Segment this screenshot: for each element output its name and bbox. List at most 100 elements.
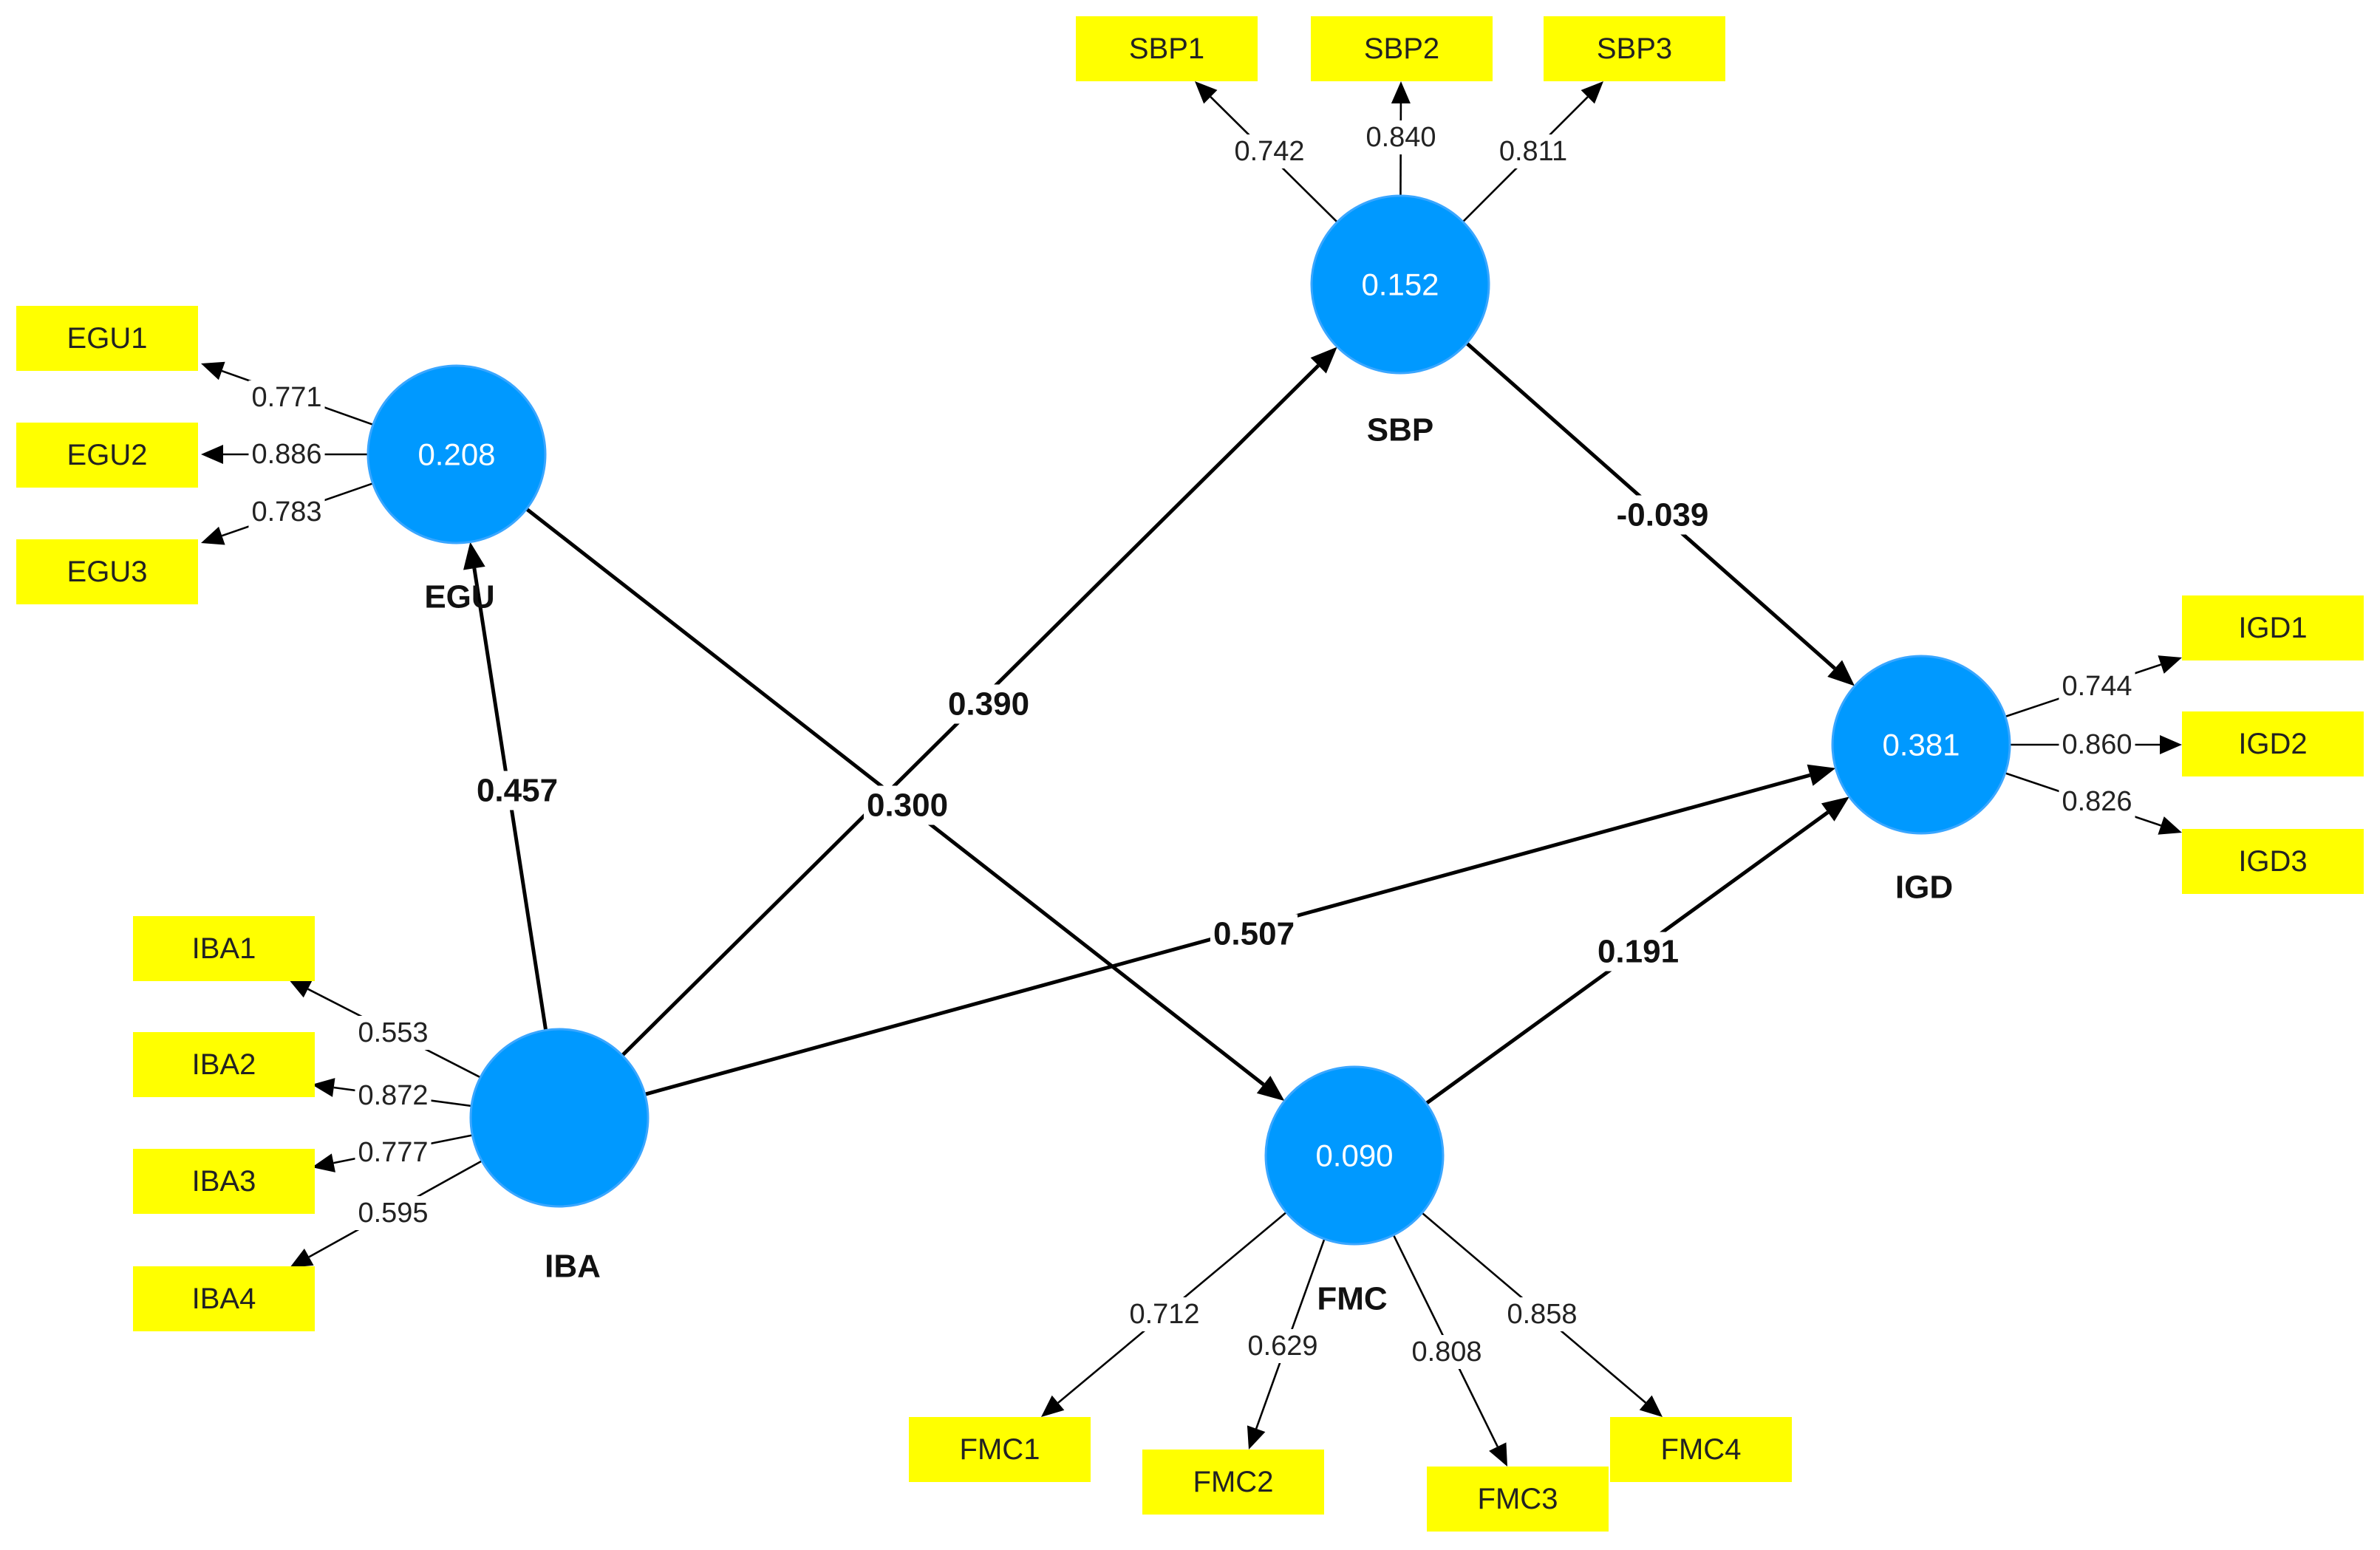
indicator-fmc2[interactable]: FMC2 xyxy=(1142,1450,1324,1515)
indicator-iba2[interactable]: IBA2 xyxy=(133,1032,315,1097)
loading-fmc4-arrowhead xyxy=(1639,1395,1663,1417)
latent-label: IGD xyxy=(1895,870,1953,906)
loading-value-iba4-text: 0.595 xyxy=(358,1198,428,1229)
indicator-egu2[interactable]: EGU2 xyxy=(16,423,198,488)
loading-iba4-arrowhead xyxy=(290,1249,314,1268)
indicator-fmc1[interactable]: FMC1 xyxy=(909,1417,1091,1482)
indicator-fmc3[interactable]: FMC3 xyxy=(1427,1467,1609,1532)
indicator-igd1[interactable]: IGD1 xyxy=(2182,595,2364,660)
loading-value-igd3-text: 0.826 xyxy=(2062,786,2132,817)
indicator-box xyxy=(16,306,198,371)
latent-label: IBA xyxy=(545,1249,601,1285)
loading-igd2-arrowhead xyxy=(2160,735,2182,754)
path-egu-fmc-arrowhead xyxy=(1256,1076,1285,1102)
loading-value-sbp2: 0.840 xyxy=(1363,120,1439,154)
latent-egu[interactable]: 0.208 xyxy=(366,364,547,544)
loading-value-iba4: 0.595 xyxy=(355,1196,432,1230)
indicator-egu3[interactable]: EGU3 xyxy=(16,539,198,604)
indicator-box xyxy=(133,1266,315,1331)
loading-value-iba3-text: 0.777 xyxy=(358,1137,428,1168)
indicator-label: IBA3 xyxy=(192,1165,256,1198)
loading-sbp2-arrowhead xyxy=(1391,81,1411,104)
loading-fmc3-arrowhead xyxy=(1489,1442,1507,1467)
indicator-sbp2[interactable]: SBP2 xyxy=(1311,16,1493,81)
loading-value-sbp2-text: 0.840 xyxy=(1365,122,1436,153)
indicator-sbp1[interactable]: SBP1 xyxy=(1076,16,1258,81)
latent-circle xyxy=(366,364,547,544)
indicator-iba4[interactable]: IBA4 xyxy=(133,1266,315,1331)
indicator-label: EGU1 xyxy=(67,322,148,355)
loading-value-sbp3: 0.811 xyxy=(1496,134,1571,168)
indicator-box xyxy=(1311,16,1493,81)
loading-value-iba2: 0.872 xyxy=(355,1079,432,1113)
indicator-label: IGD1 xyxy=(2238,612,2307,644)
latent-variables-layer: 0.208 0.152 0.381 0.090 xyxy=(366,194,2011,1246)
loading-value-egu2-text: 0.886 xyxy=(251,439,321,470)
latent-sbp[interactable]: 0.152 xyxy=(1310,194,1490,375)
loading-value-egu1-text: 0.771 xyxy=(251,382,321,413)
loading-value-igd1-text: 0.744 xyxy=(2062,671,2132,702)
r-squared-value: 0.208 xyxy=(417,437,495,472)
indicator-box xyxy=(16,539,198,604)
latent-fmc[interactable]: 0.090 xyxy=(1264,1065,1445,1246)
path-coef-iba-egu: 0.457 xyxy=(473,771,562,810)
path-iba-igd-arrowhead xyxy=(1807,764,1836,786)
indicator-box xyxy=(133,916,315,981)
indicator-egu1[interactable]: EGU1 xyxy=(16,306,198,371)
path-fmc-igd-arrowhead xyxy=(1821,796,1849,822)
latent-label: EGU xyxy=(424,579,494,615)
loading-fmc1-arrowhead xyxy=(1041,1395,1065,1417)
indicator-label: FMC3 xyxy=(1478,1483,1558,1515)
indicator-label: EGU2 xyxy=(67,439,148,471)
loading-egu1-arrowhead xyxy=(201,361,225,380)
path-coef-iba-sbp-text: 0.390 xyxy=(948,686,1029,723)
indicator-label: IBA2 xyxy=(192,1048,256,1081)
edge-labels-layer: EGUSBPIGDIBAFMC0.4570.3900.3000.507-0.03… xyxy=(248,120,2135,1369)
indicator-box xyxy=(1544,16,1725,81)
path-coef-sbp-igd: -0.039 xyxy=(1613,495,1712,535)
path-coef-sbp-igd-text: -0.039 xyxy=(1617,497,1709,533)
loading-value-iba1: 0.553 xyxy=(355,1016,432,1050)
loading-value-fmc3: 0.808 xyxy=(1408,1335,1485,1369)
path-iba-sbp-arrowhead xyxy=(1310,346,1337,374)
indicator-label: FMC1 xyxy=(960,1433,1040,1466)
r-squared-value: 0.090 xyxy=(1315,1138,1393,1173)
indicator-iba3[interactable]: IBA3 xyxy=(133,1149,315,1214)
loading-value-fmc1-text: 0.712 xyxy=(1129,1299,1199,1330)
indicator-iba1[interactable]: IBA1 xyxy=(133,916,315,981)
latent-circle xyxy=(1310,194,1490,375)
loading-value-fmc4: 0.858 xyxy=(1504,1297,1581,1331)
loading-value-fmc3-text: 0.808 xyxy=(1411,1336,1481,1368)
indicator-sbp3[interactable]: SBP3 xyxy=(1544,16,1725,81)
r-squared-value: 0.152 xyxy=(1361,267,1439,302)
indicator-label: IGD3 xyxy=(2238,845,2307,878)
loading-iba2-arrowhead xyxy=(312,1078,335,1097)
loading-value-igd2: 0.860 xyxy=(2059,728,2135,762)
path-coef-egu-fmc: 0.300 xyxy=(863,785,952,825)
indicator-box xyxy=(1610,1417,1792,1482)
indicator-igd3[interactable]: IGD3 xyxy=(2182,829,2364,894)
loading-egu2-arrowhead xyxy=(201,445,223,464)
latent-igd[interactable]: 0.381 xyxy=(1831,655,2011,835)
loading-value-fmc2: 0.629 xyxy=(1244,1329,1321,1363)
path-coef-fmc-igd-text: 0.191 xyxy=(1598,934,1679,970)
path-coef-egu-fmc-text: 0.300 xyxy=(867,788,948,824)
indicator-fmc4[interactable]: FMC4 xyxy=(1610,1417,1792,1482)
path-coef-fmc-igd: 0.191 xyxy=(1594,932,1682,972)
r-squared-value: 0.381 xyxy=(1882,728,1960,762)
latent-iba[interactable] xyxy=(469,1028,649,1208)
loading-value-igd3: 0.826 xyxy=(2059,785,2135,819)
loading-value-egu2: 0.886 xyxy=(248,437,325,471)
loading-egu3-arrowhead xyxy=(201,526,225,545)
path-iba-egu-arrowhead xyxy=(463,542,485,570)
loading-fmc2-arrowhead xyxy=(1247,1425,1266,1450)
indicator-box xyxy=(2182,595,2364,660)
indicator-igd2[interactable]: IGD2 xyxy=(2182,711,2364,776)
latent-circle xyxy=(469,1028,649,1208)
loading-igd1-arrowhead xyxy=(2158,655,2182,674)
indicator-box xyxy=(16,423,198,488)
loading-value-egu3: 0.783 xyxy=(248,495,325,529)
indicator-box xyxy=(2182,711,2364,776)
indicators-layer: SBP1 SBP2 SBP3EGU1EGU2EGU3IGD1IGD2IGD3IBA1… xyxy=(16,16,2364,1532)
